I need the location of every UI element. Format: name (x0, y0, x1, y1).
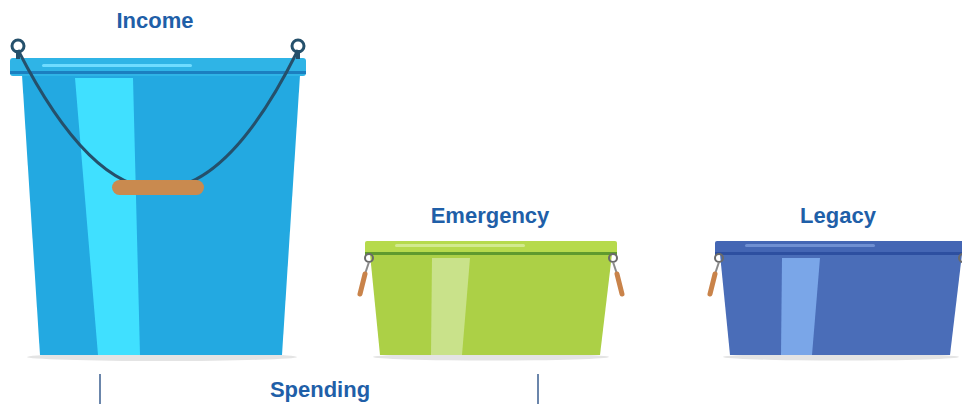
bucket-rim (365, 241, 617, 255)
bucket-node: Income (0, 0, 320, 365)
handle-post (296, 50, 300, 59)
bucket-label: Legacy (800, 203, 876, 229)
bucket-label: Income (116, 8, 193, 34)
handle-ring (959, 254, 962, 262)
bracket-line (99, 374, 101, 404)
handle-grip (617, 274, 622, 294)
bucket-label: Emergency (431, 203, 550, 229)
bucket-handle (18, 50, 298, 189)
handle-ring (609, 254, 617, 262)
bucket-body (370, 254, 612, 355)
bucket-rim (715, 241, 962, 255)
handle-post (16, 50, 20, 59)
handle-grip (112, 180, 204, 195)
handle-ring (715, 254, 723, 262)
bucket-highlight (431, 258, 470, 355)
bucket-node: Emergency (355, 200, 625, 365)
bucket-highlight (75, 78, 140, 355)
bucket-rim-line (365, 252, 617, 255)
bucket-highlight (781, 258, 820, 355)
bucket-node: Legacy (705, 200, 962, 365)
handle-grip (710, 274, 715, 294)
bucket-body (720, 254, 962, 355)
handle-grip (360, 274, 365, 294)
bracket-line (537, 374, 539, 404)
bracket-label: Spending (270, 377, 370, 403)
bucket-rim-shine (745, 244, 875, 247)
bucket-rim-shine (395, 244, 525, 247)
bucket-shape (0, 0, 320, 365)
bucket-rim-shine (42, 64, 192, 67)
bucket-rim-line (715, 252, 962, 255)
bucket-rim (10, 58, 306, 76)
handle-ring (365, 254, 373, 262)
bucket-rim-line (10, 71, 306, 74)
